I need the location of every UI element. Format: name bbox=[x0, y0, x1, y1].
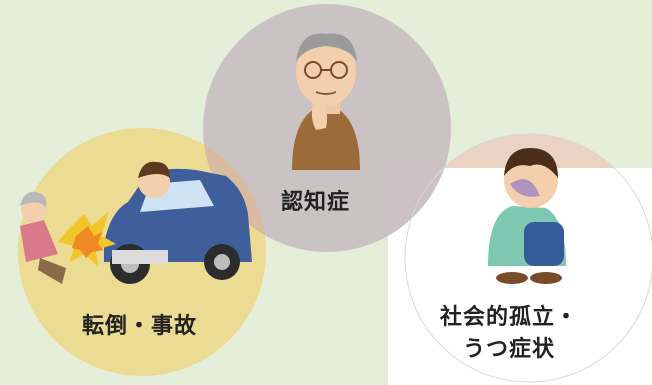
isolation-label: 社会的孤立・ うつ症状 bbox=[440, 302, 578, 366]
depressed-person-illustration bbox=[488, 148, 566, 284]
isolation-label-line1: 社会的孤立・ bbox=[440, 305, 579, 330]
dementia-label: 認知症 bbox=[281, 190, 351, 215]
falls-label: 転倒・事故 bbox=[82, 314, 198, 339]
isolation-label-line2: うつ症状 bbox=[463, 337, 556, 362]
elderly-man-illustration bbox=[292, 33, 360, 170]
car-accident-illustration bbox=[20, 161, 252, 284]
